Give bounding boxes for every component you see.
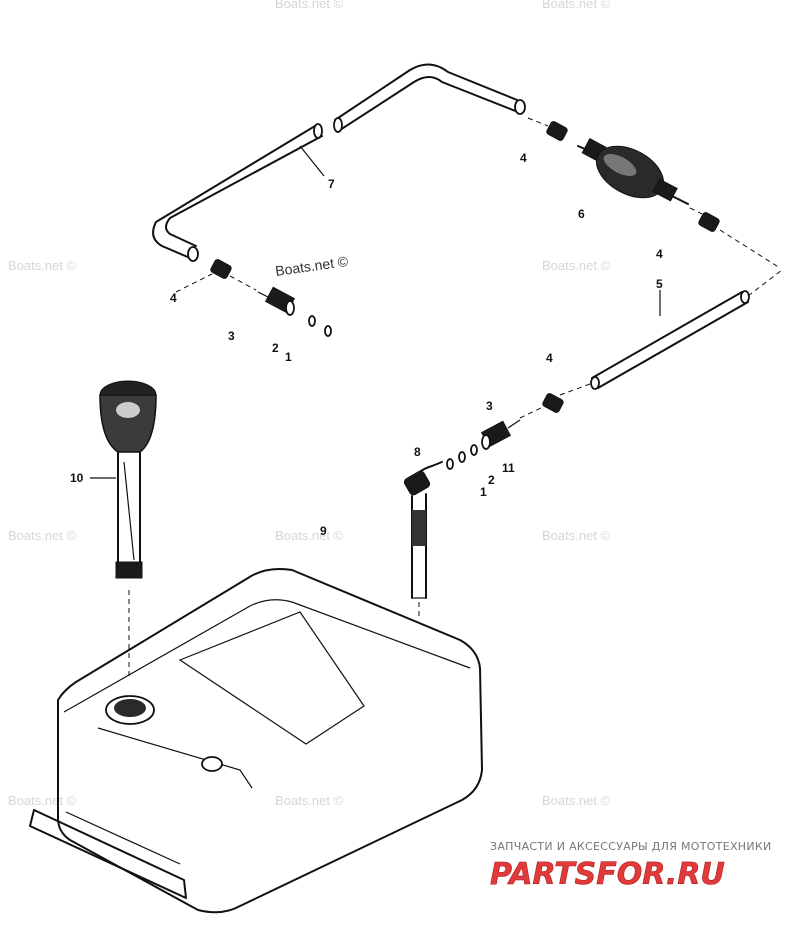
watermark: Boats.net © xyxy=(275,528,344,543)
callout-3: 3 xyxy=(228,329,235,343)
callout-1: 1 xyxy=(480,485,487,499)
watermark: Boats.net © xyxy=(8,258,77,273)
callout-4: 4 xyxy=(656,247,663,261)
watermark-main: Boats.net © xyxy=(274,253,350,279)
watermark: Boats.net © xyxy=(542,528,611,543)
watermark-layer: Boats.net © Boats.net © Boats.net © Boat… xyxy=(8,0,611,808)
watermark: Boats.net © xyxy=(542,793,611,808)
callout-1: 1 xyxy=(285,350,292,364)
callout-2: 2 xyxy=(488,473,495,487)
connector-upper xyxy=(175,259,332,337)
watermark: Boats.net © xyxy=(8,528,77,543)
connector-lower xyxy=(403,419,521,618)
watermark: Boats.net © xyxy=(8,793,77,808)
callouts: 4 7 6 4 5 4 3 2 1 4 3 8 11 2 1 10 9 xyxy=(70,151,663,538)
primer-bulb xyxy=(527,117,781,269)
leader-lines xyxy=(90,145,661,479)
watermark: Boats.net © xyxy=(542,258,611,273)
brand-tagline: ЗАПЧАСТИ И АКСЕССУАРЫ ДЛЯ МОТОТЕХНИКИ xyxy=(490,840,772,853)
watermark: Boats.net © xyxy=(542,0,611,11)
filler-cap-assembly xyxy=(99,380,157,680)
callout-4: 4 xyxy=(170,291,177,305)
watermark: Boats.net © xyxy=(275,793,344,808)
callout-7: 7 xyxy=(328,177,335,191)
fuel-hose-upper xyxy=(152,63,526,262)
callout-6: 6 xyxy=(578,207,585,221)
callout-4: 4 xyxy=(520,151,527,165)
callout-8: 8 xyxy=(414,445,421,459)
fuel-hose-lower xyxy=(519,269,783,419)
callout-9: 9 xyxy=(320,524,327,538)
callout-11: 11 xyxy=(502,461,515,475)
callout-4: 4 xyxy=(546,351,553,365)
fuel-tank xyxy=(29,568,483,914)
watermark: Boats.net © xyxy=(275,0,344,11)
callout-3: 3 xyxy=(486,399,493,413)
brand-logo: PARTSFOR.RU xyxy=(490,857,725,892)
callout-2: 2 xyxy=(272,341,279,355)
callout-5: 5 xyxy=(656,277,663,291)
callout-10: 10 xyxy=(70,471,84,485)
branding: ЗАПЧАСТИ И АКСЕССУАРЫ ДЛЯ МОТОТЕХНИКИ PA… xyxy=(490,840,772,892)
